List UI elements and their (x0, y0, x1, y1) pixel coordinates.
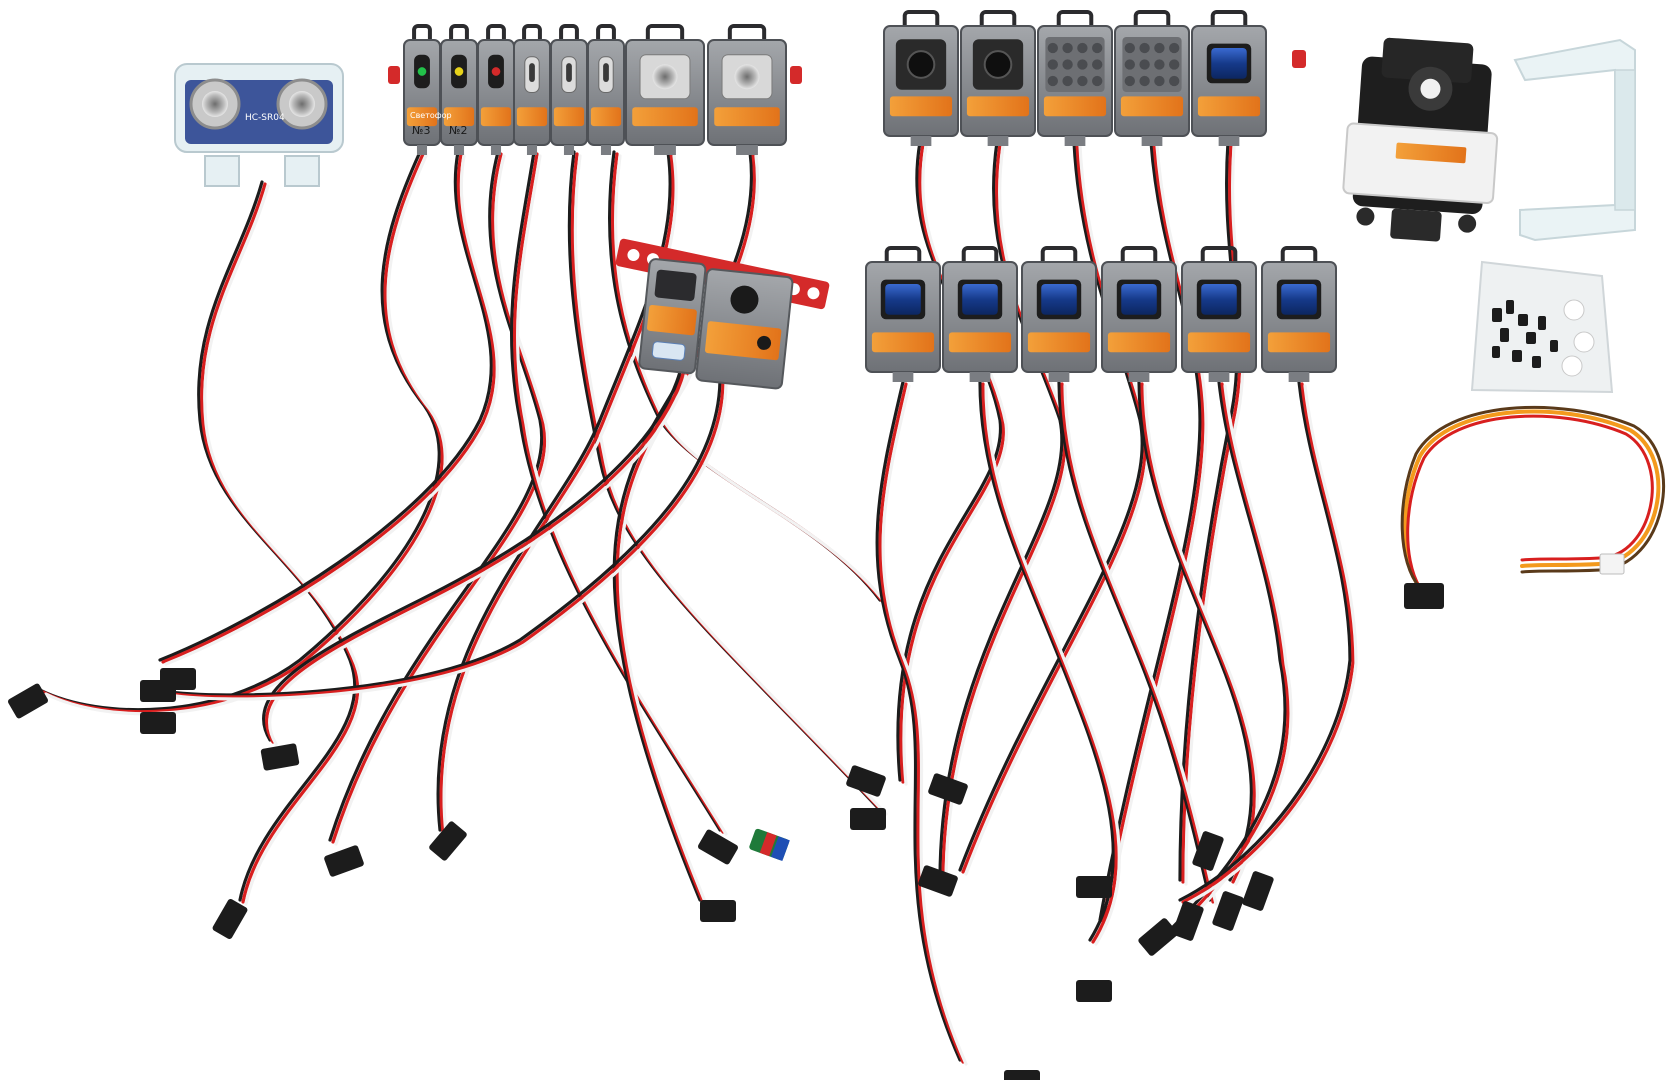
connector-icon (698, 829, 738, 865)
rgb-led-connector (749, 828, 790, 861)
sensor-module (550, 24, 588, 155)
connector-icon (324, 845, 364, 877)
strip-end-cap (1292, 50, 1306, 68)
connector-icon (8, 683, 48, 719)
connector-icon (850, 808, 886, 830)
connector-icon (160, 668, 196, 690)
acrylic-bracket (1513, 38, 1636, 242)
sensor-module (440, 24, 478, 155)
sensor-module (1037, 10, 1113, 146)
strip-end-cap (790, 66, 802, 84)
connector-icon (140, 712, 176, 734)
module-row-blue-sensors (865, 246, 1337, 382)
sensor-module (403, 24, 441, 155)
sensor-module (707, 24, 787, 155)
connector-icon (918, 865, 958, 897)
sensor-module (1101, 246, 1177, 382)
connector-icon (1076, 876, 1112, 898)
cable-connector-ends (8, 668, 1274, 1080)
traffic-light-label: Светофор (410, 111, 452, 120)
sensor-module (513, 24, 551, 155)
connector-icon (1004, 1070, 1040, 1080)
sensor-module (865, 246, 941, 382)
ultrasonic-sensor: HC-SR04 (174, 63, 344, 187)
sensor-module (625, 24, 705, 155)
sensor-module (477, 24, 515, 155)
traffic-light-number-2: №2 (449, 124, 467, 137)
connector-icon (1404, 583, 1444, 609)
sensor-module (960, 10, 1036, 146)
module-strip-left: Светофор №3 №2 (403, 24, 787, 155)
servo-cable-bundle (38, 140, 1358, 1066)
connector-icon (928, 773, 968, 805)
sensor-module (942, 246, 1018, 382)
center-module-pair (615, 238, 830, 390)
connector-icon (429, 821, 467, 861)
connector-icon (846, 765, 886, 797)
ultrasonic-label: HC-SR04 (245, 113, 285, 123)
connector-icon (1172, 901, 1204, 941)
strip-end-cap (388, 66, 400, 84)
sensor-module (883, 10, 959, 146)
sensor-module (1261, 246, 1337, 382)
connector-icon (1212, 891, 1244, 931)
sensor-module (1181, 246, 1257, 382)
screw-bag (1470, 260, 1614, 394)
sensor-module (1114, 10, 1190, 146)
connector-icon (700, 900, 736, 922)
connector-icon (1076, 980, 1112, 1002)
traffic-light-number-3: №3 (412, 124, 430, 137)
sensor-module (1191, 10, 1267, 146)
connector-icon (212, 899, 248, 939)
connector-icon (260, 743, 300, 771)
sensor-module (1021, 246, 1097, 382)
servo-motor-icon (1342, 37, 1499, 242)
orange-jumper-cable (1400, 405, 1665, 609)
sensor-module (587, 24, 625, 155)
connector-icon (1192, 831, 1224, 871)
connector-icon (1242, 871, 1274, 911)
module-strip-right (883, 10, 1267, 146)
connector-icon (1138, 918, 1178, 956)
